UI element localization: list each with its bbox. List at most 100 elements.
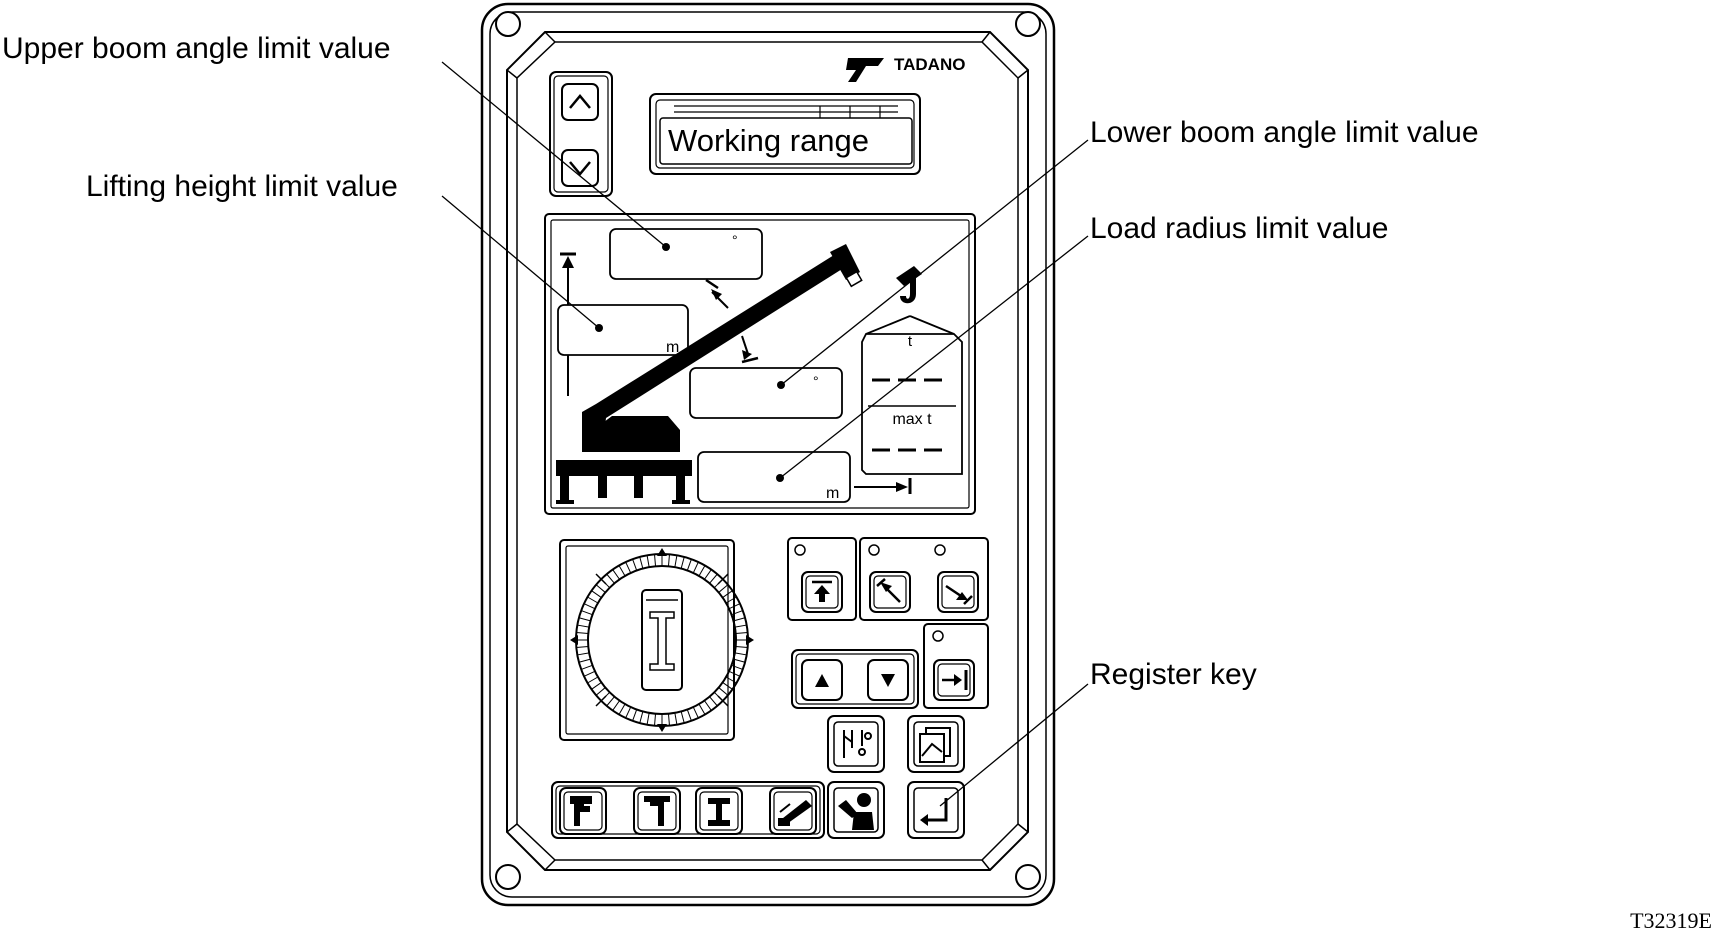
dial-tick [595, 687, 606, 696]
copy-icon [919, 727, 951, 763]
tadano-logo: TADANO [846, 55, 965, 82]
dial-tick [725, 596, 737, 604]
working-range-display: Working range [649, 93, 921, 175]
dial-tick [667, 554, 670, 567]
callout-lower-boom-angle: Lower boom angle limit value [1090, 116, 1479, 149]
crane-icon [778, 800, 812, 826]
dial-tick [680, 711, 685, 724]
height-limit-icon [812, 580, 832, 602]
dial-tick [581, 664, 593, 670]
radius-indicator [854, 478, 912, 494]
callout-load-radius: Load radius limit value [1090, 212, 1389, 245]
max-load-unit: max t [892, 411, 932, 428]
dial-tick [577, 652, 590, 656]
dial-tick [587, 676, 599, 684]
dial-tick [704, 569, 712, 580]
dial-tick [618, 565, 626, 577]
outrigger-rear-button[interactable] [633, 787, 681, 835]
dial-tick [646, 555, 650, 568]
outrigger-full-button[interactable] [695, 787, 743, 835]
dial-tick [704, 700, 712, 711]
load-unit: t [908, 333, 913, 350]
increase-icon [815, 674, 829, 687]
dial-tick [718, 687, 729, 696]
lifting-height-unit: m [666, 339, 679, 356]
lower-boom-angle-field: ° [689, 367, 843, 419]
dial-tick [639, 711, 644, 724]
dial-tick [625, 706, 632, 719]
hook-select-button[interactable] [827, 715, 885, 773]
dial-tick [698, 565, 706, 577]
dial-tick [731, 610, 743, 616]
mode-key-group [551, 781, 825, 839]
dial-tick [625, 561, 632, 574]
leader-lines [441, 61, 1089, 807]
dial-tick [709, 573, 718, 584]
dial-tick [733, 617, 746, 622]
dial-tick [581, 610, 593, 616]
dial-tick [606, 696, 615, 707]
dial-tick [632, 709, 638, 721]
scroll-down-icon [569, 161, 591, 176]
dial-tick [576, 645, 589, 648]
scroll-up-button[interactable] [561, 83, 599, 121]
copy-button[interactable] [907, 715, 965, 773]
dial-tick [735, 632, 748, 635]
dial-tick [731, 664, 743, 670]
dial-tick [595, 584, 606, 593]
load-radius-field: m [697, 451, 851, 503]
dial-tick [674, 712, 678, 725]
dial-tick [725, 676, 737, 684]
load-weight-area: t max t [861, 266, 963, 475]
scroll-down-button[interactable] [561, 149, 599, 187]
dial-tick [646, 712, 650, 725]
dial-tick [577, 624, 590, 628]
dial-tick [606, 573, 615, 584]
dial-tick [733, 658, 746, 663]
dial-tick [686, 559, 692, 571]
dial-tick [722, 682, 733, 690]
increase-button[interactable] [801, 659, 843, 701]
upper-boom-angle-field: ° [609, 228, 763, 280]
height-limit-button[interactable] [801, 571, 843, 613]
boom-mode-button[interactable] [769, 787, 817, 835]
working-range-text: Working range [668, 123, 869, 158]
register-button[interactable] [907, 781, 965, 839]
operator-button[interactable] [827, 781, 885, 839]
dial-tick [686, 709, 692, 721]
dial-tick [612, 700, 620, 711]
lower-angle-icon [945, 584, 973, 605]
scroll-up-icon [569, 94, 591, 109]
dial-tick [576, 632, 589, 635]
radius-limit-button[interactable] [933, 659, 975, 701]
lower-angle-button[interactable] [937, 571, 979, 613]
dial-tick [578, 658, 591, 663]
decrease-icon [881, 674, 895, 687]
crane-silhouette [556, 244, 863, 504]
dial-tick [674, 555, 678, 568]
dial-tick [632, 559, 638, 571]
dial-tick [578, 617, 591, 622]
outrigger-front-button[interactable] [559, 787, 607, 835]
dial-tick [591, 682, 602, 690]
callout-register-key: Register key [1090, 658, 1257, 691]
outrigger-icon [570, 796, 592, 826]
dial-tick [612, 569, 620, 580]
decrease-button[interactable] [867, 659, 909, 701]
outrigger-icon [708, 798, 730, 826]
lower-angle-marker [741, 335, 759, 364]
dial-tick [709, 696, 718, 707]
callout-upper-boom-angle: Upper boom angle limit value [2, 32, 391, 65]
dial-tick [698, 703, 706, 715]
mounting-screws [495, 11, 1041, 890]
outrigger-icon [644, 796, 670, 826]
dial-tick [722, 590, 733, 598]
dial-tick [692, 561, 699, 574]
dial-tick [583, 670, 596, 677]
dial-tick [680, 556, 685, 569]
callout-lifting-height: Lifting height limit value [86, 170, 398, 203]
dial-tick [591, 590, 602, 598]
dial-tick [735, 645, 748, 648]
upper-angle-button[interactable] [869, 571, 911, 613]
